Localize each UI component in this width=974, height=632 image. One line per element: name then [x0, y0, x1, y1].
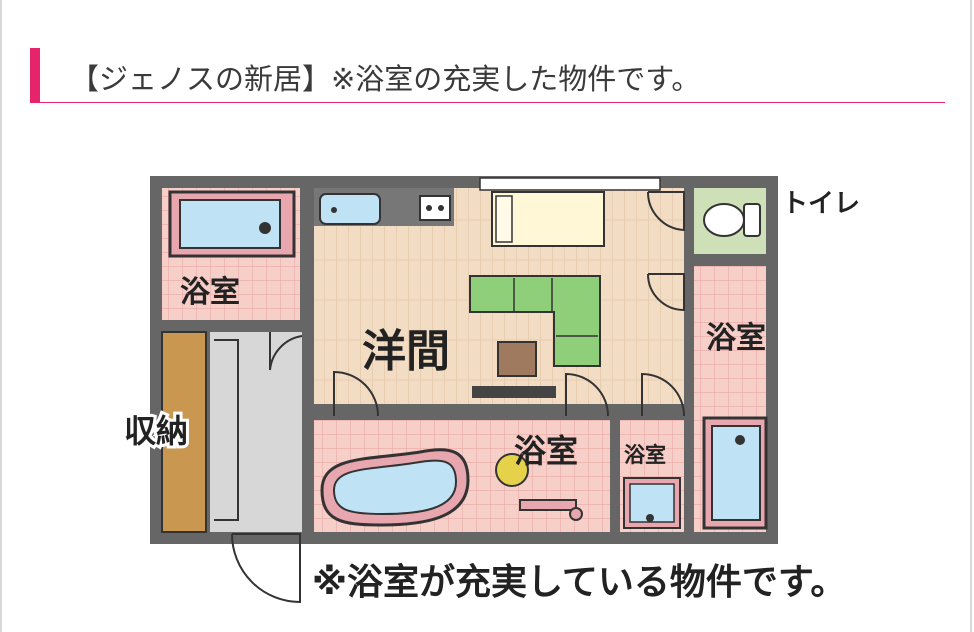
label-bath-center: 浴室 [514, 432, 578, 470]
page-header: 【ジェノスの新居】※浴室の充実した物件です。 [30, 48, 945, 104]
sofa-icon [469, 275, 601, 367]
bathtub-icon [702, 416, 768, 530]
closet-door [214, 339, 239, 521]
tv-stand [472, 386, 556, 398]
caption: ※浴室が充実している物件です。 [312, 562, 846, 603]
label-western-room: 洋間 [362, 326, 450, 377]
window-top [479, 177, 661, 191]
label-bath-right: 浴室 [706, 321, 766, 356]
sink-icon [623, 477, 681, 529]
page-border-left [0, 0, 2, 632]
header-underline [30, 102, 945, 103]
label-toilet: トイレ [782, 189, 860, 219]
page-title: 【ジェノスの新居】※浴室の充実した物件です。 [70, 62, 701, 96]
table-icon [497, 341, 537, 377]
label-bath-small: 浴室 [624, 443, 666, 467]
hallway [210, 332, 302, 532]
bathtub-icon [168, 190, 296, 258]
door-icon [231, 191, 685, 604]
faucet-icon [519, 499, 583, 521]
page-border-right [970, 0, 972, 632]
toilet-icon [703, 203, 761, 237]
stove-icon [419, 195, 451, 221]
header-accent-bar [30, 48, 40, 102]
sink-icon [319, 193, 381, 225]
shower-icon [495, 453, 529, 487]
bathtub-icon [320, 448, 470, 527]
label-storage: 収納 [124, 412, 188, 450]
storage-shelf [161, 331, 207, 533]
label-bath-top-left: 浴室 [180, 275, 240, 310]
bed-icon [491, 191, 605, 247]
